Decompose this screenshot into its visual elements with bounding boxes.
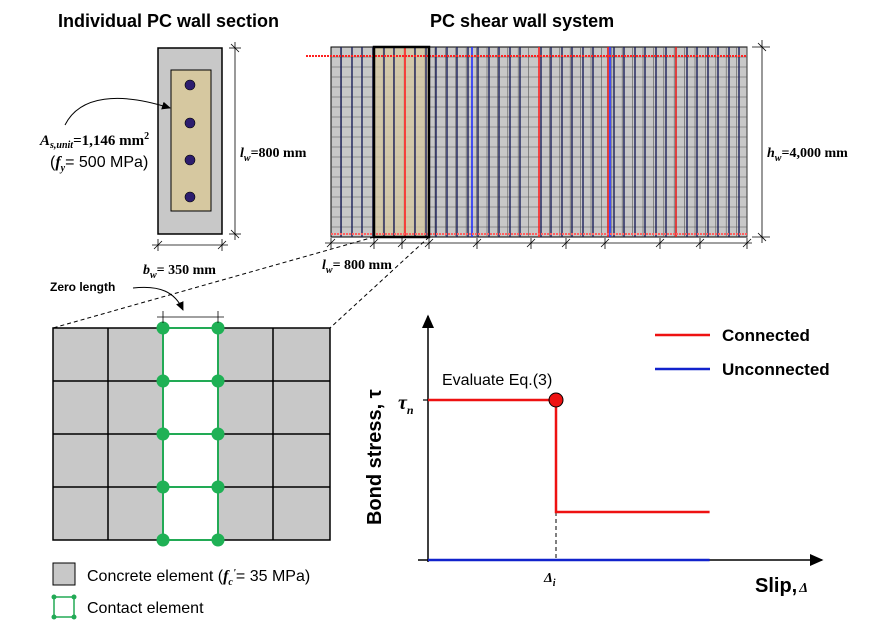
tau-n-label: τn xyxy=(398,392,414,417)
system-hw-dimension xyxy=(752,40,770,243)
chart-guides xyxy=(423,399,557,560)
chart-series xyxy=(428,392,710,562)
system-lw-label: lw= 800 mm xyxy=(322,258,392,276)
delta-i-label: Δi xyxy=(543,571,556,589)
grouted-core xyxy=(170,69,212,212)
zoom-line-right xyxy=(329,236,430,329)
zero-length-label: Zero length xyxy=(50,280,115,294)
rebar-dot xyxy=(184,154,196,166)
contact-node xyxy=(156,374,170,388)
section-lw-label: lw=800 mm xyxy=(240,146,307,164)
legend-contact-swatch xyxy=(51,594,77,620)
evaluation-point xyxy=(548,392,564,408)
section-bw-dimension xyxy=(152,239,228,251)
section-bw-label: bw= 350 mm xyxy=(143,263,216,281)
rebar-dot xyxy=(184,79,196,91)
legend-concrete-label: Concrete element (fc'= 35 MPa) xyxy=(87,567,310,588)
contact-node xyxy=(211,321,225,335)
detail-mesh xyxy=(52,286,331,547)
system-dimension-chain xyxy=(325,238,752,249)
contact-node xyxy=(156,427,170,441)
rebar-dot xyxy=(184,191,196,203)
series-line-0 xyxy=(428,398,710,514)
contact-node xyxy=(211,533,225,547)
legend-label-0: Connected xyxy=(722,326,810,345)
zero-length-arrow xyxy=(132,286,184,311)
rebar-dot xyxy=(184,117,196,129)
section-lw-dimension xyxy=(229,42,241,240)
contact-node xyxy=(211,427,225,441)
as-label: As,unit=1,146 mm2 xyxy=(39,131,149,151)
shear-wall-system xyxy=(306,40,770,249)
contact-node xyxy=(156,480,170,494)
contact-node xyxy=(156,321,170,335)
highlighted-panel xyxy=(372,45,431,239)
fy-label: (fy= 500 MPa) xyxy=(50,154,148,174)
highlighted-panel-fill xyxy=(374,47,429,237)
system-hw-label: hw=4,000 mm xyxy=(767,146,848,164)
as-pointer-arrow xyxy=(64,97,171,126)
contact-node xyxy=(211,480,225,494)
wall-reinforcement xyxy=(340,47,740,237)
y-axis-label: Bond stress, τ xyxy=(364,389,386,525)
legend-concrete-swatch xyxy=(52,562,76,586)
bond-slip-chart xyxy=(418,314,824,566)
x-axis-label: Slip,Δ xyxy=(755,575,808,597)
legend-label-1: Unconnected xyxy=(722,360,830,379)
contact-elements xyxy=(156,321,225,547)
individual-wall-section xyxy=(64,42,241,251)
zero-length-dimension xyxy=(157,311,224,323)
evaluate-annotation: Evaluate Eq.(3) xyxy=(442,372,552,389)
contact-node xyxy=(156,533,170,547)
individual-section-title: Individual PC wall section xyxy=(58,11,279,31)
legend-contact-label: Contact element xyxy=(87,600,204,617)
contact-node xyxy=(211,374,225,388)
system-title: PC shear wall system xyxy=(430,11,614,31)
